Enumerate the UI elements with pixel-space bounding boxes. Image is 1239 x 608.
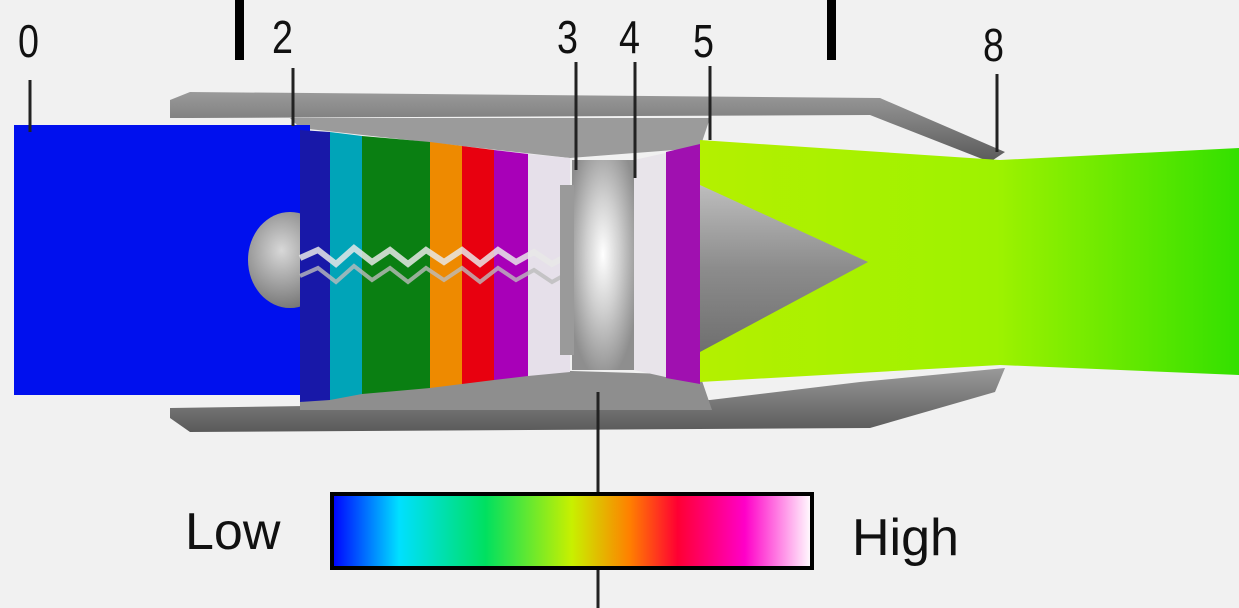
compressor-stages	[298, 130, 572, 402]
nozzle-flow	[700, 140, 1239, 382]
station-label-8: 8	[983, 19, 1004, 71]
station-label-2: 2	[272, 11, 293, 63]
casing-top	[170, 92, 1005, 162]
station-label-4: 4	[619, 11, 640, 63]
station-label-3: 3	[557, 11, 578, 63]
burner-edge	[560, 185, 574, 355]
legend-low-label: Low	[185, 503, 281, 561]
reference-bar-right	[827, 0, 836, 60]
reference-bar-left	[235, 0, 244, 60]
turbine-stage-1	[634, 152, 670, 378]
burner	[572, 160, 634, 370]
casing-bottom	[170, 368, 1005, 432]
legend-color-bar	[330, 492, 814, 570]
turbine-stage-2	[666, 144, 700, 384]
compressor-duct-top	[290, 118, 710, 158]
station-label-5: 5	[693, 15, 714, 67]
tail-cone	[700, 185, 868, 352]
station-label-0: 0	[18, 15, 39, 67]
compressor-duct-bottom	[300, 370, 712, 410]
legend-high-label: High	[852, 509, 959, 567]
